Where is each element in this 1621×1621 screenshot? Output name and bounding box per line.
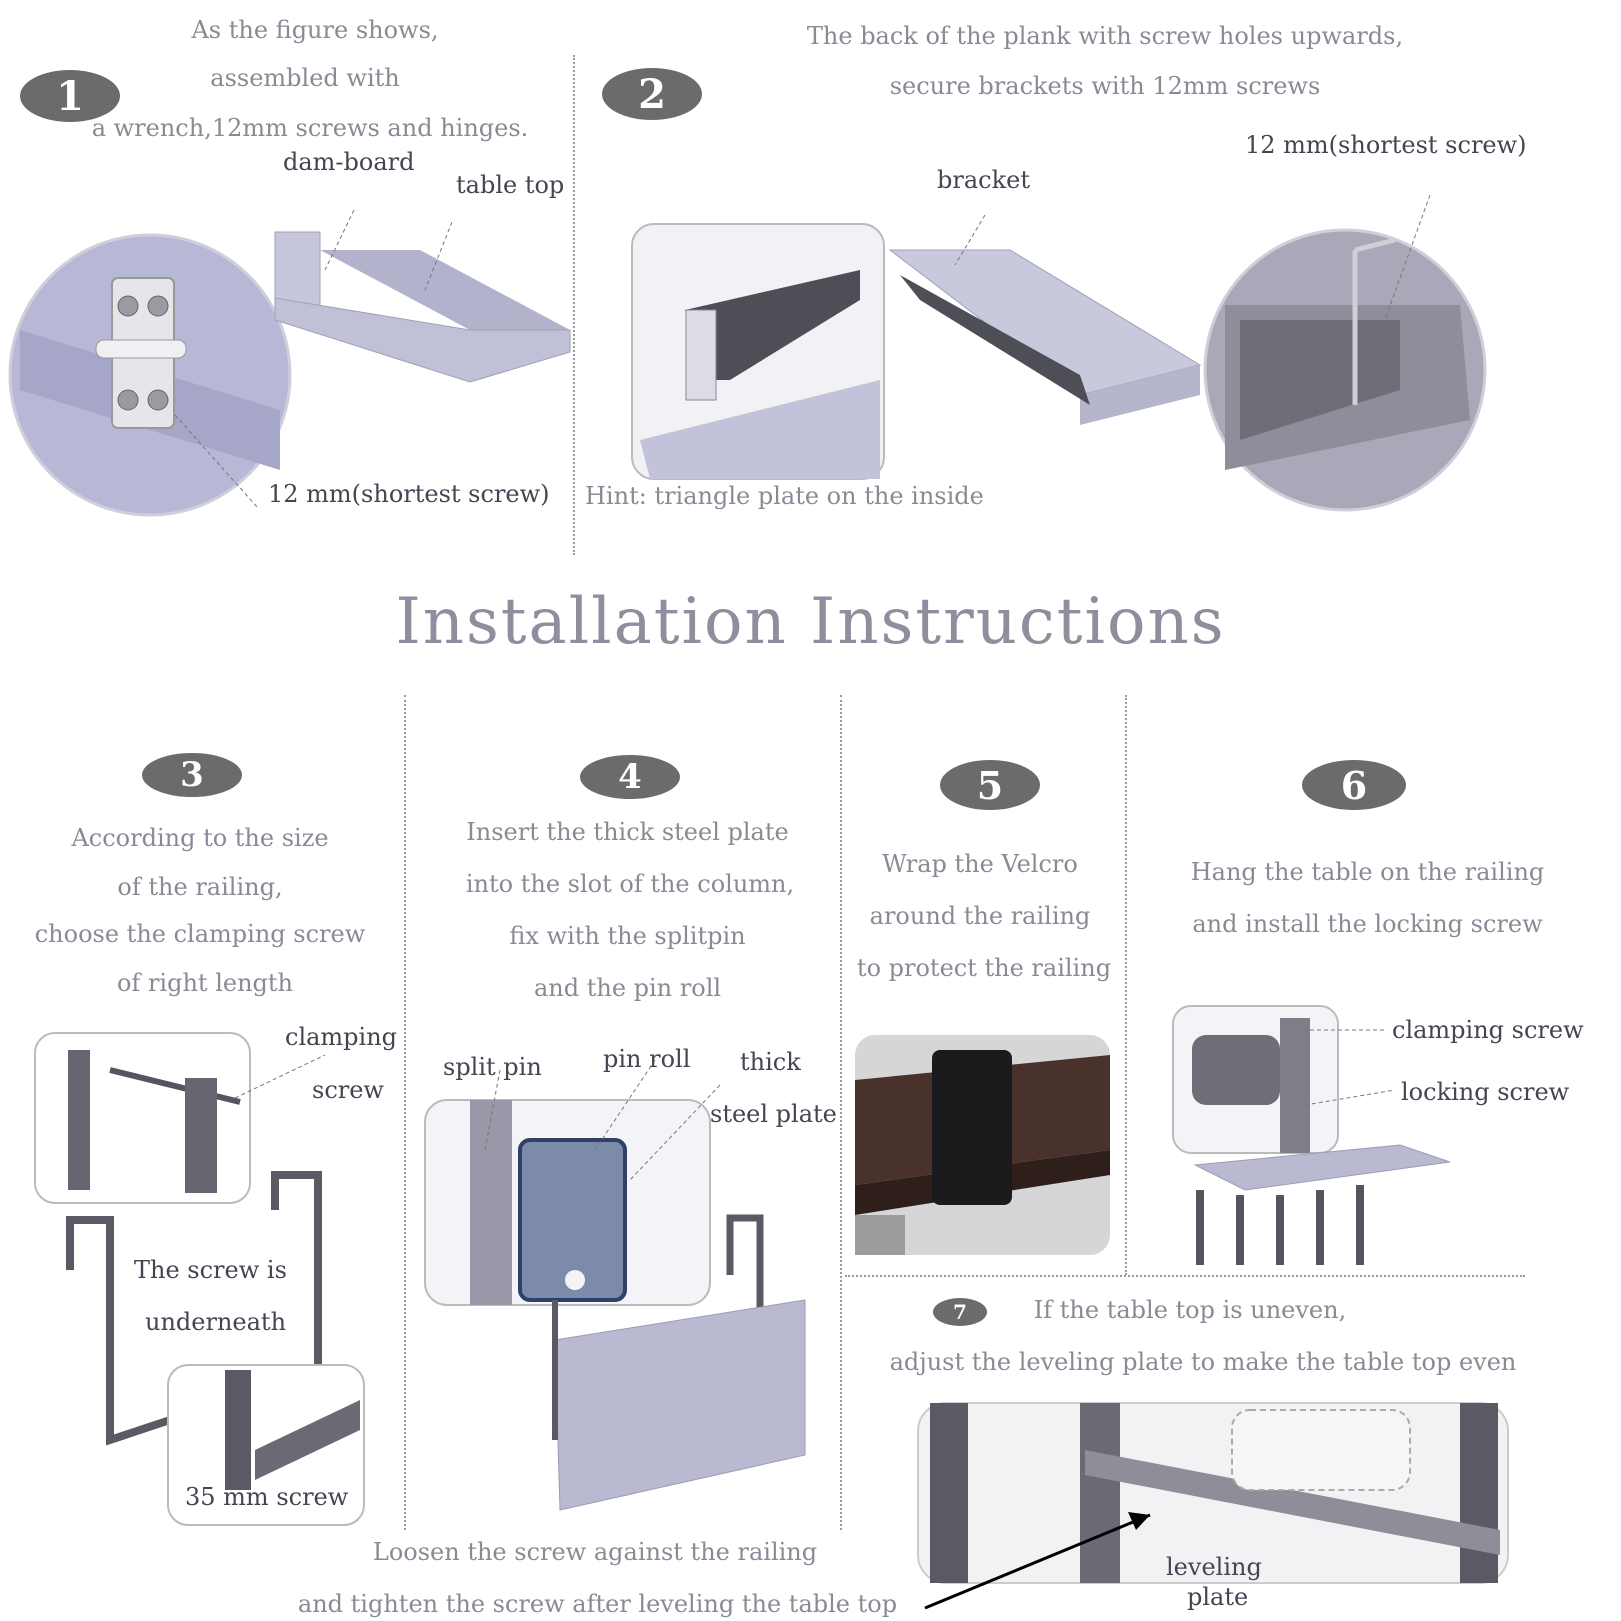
step3-clamp-closeup <box>34 1032 326 1204</box>
label-screw-underneath-line1: The screw is <box>134 1256 287 1284</box>
step-1-instruction-line1: As the figure shows, <box>191 16 439 44</box>
step-6-instruction-line2: and install the locking screw <box>1192 910 1543 938</box>
step3-railing-hooks <box>66 1171 322 1446</box>
label-table-top: table top <box>456 171 565 199</box>
label-dam-board: dam-board <box>283 148 415 176</box>
label-split-pin: split pin <box>443 1053 542 1081</box>
step-4-instruction-line4: and the pin roll <box>533 974 722 1002</box>
divider-step3-4 <box>404 695 406 1530</box>
step-3-instruction-line2: of the railing, <box>117 873 283 901</box>
step-5-instruction-line1: Wrap the Velcro <box>882 850 1078 878</box>
label-step1-screw: 12 mm(shortest screw) <box>268 480 550 508</box>
step5-velcro-photo <box>855 1035 1110 1255</box>
step-1-instruction-line3: a wrench,12mm screws and hinges. <box>91 114 529 142</box>
label-35mm-screw: 35 mm screw <box>185 1483 349 1511</box>
step4-pin-closeup <box>424 1059 721 1306</box>
label-step2-screw: 12 mm(shortest screw) <box>1245 131 1527 159</box>
step-3-instruction-line4: of right length <box>116 969 293 997</box>
step-5-number: 5 <box>976 762 1004 808</box>
step3-screw-closeup <box>167 1364 365 1526</box>
step1-tabletop-drawing <box>174 209 571 509</box>
step1-hinge-closeup <box>8 233 292 517</box>
divider-step4-5 <box>840 695 842 1530</box>
step-3-badge: 3 <box>142 753 242 797</box>
label-clamping-screw-line2: screw <box>312 1076 384 1104</box>
label-clamping-screw-line1: clamping <box>285 1023 398 1051</box>
bottom-note-line2: and tighten the screw after leveling the… <box>297 1590 898 1618</box>
step-1-number: 1 <box>56 72 84 120</box>
bottom-note-line1: Loosen the screw against the railing <box>372 1538 818 1566</box>
step-7-instruction-line2: adjust the leveling plate to make the ta… <box>889 1348 1517 1376</box>
label-thick: thick <box>740 1048 801 1076</box>
label-screw-underneath-line2: underneath <box>145 1308 287 1336</box>
step7-leveling-drawing <box>917 1402 1509 1610</box>
label-leveling-plate-line1: leveling <box>1166 1553 1262 1581</box>
step-4-number: 4 <box>618 757 642 797</box>
step-2-badge: 2 <box>602 68 702 120</box>
label-step6-clamping-screw: clamping screw <box>1392 1016 1584 1044</box>
step-2-instruction-line1: The back of the plank with screw holes u… <box>806 22 1404 50</box>
divider-step5-6 <box>1125 695 1127 1275</box>
label-pin-roll: pin roll <box>603 1045 691 1073</box>
step-5-instruction-line2: around the railing <box>869 902 1091 930</box>
divider-step7 <box>845 1275 1525 1277</box>
step-7-badge: 7 <box>933 1298 987 1326</box>
step-1-instruction-line2: assembled with <box>210 64 400 92</box>
label-bracket: bracket <box>937 166 1030 194</box>
step-2-instruction-line2: secure brackets with 12mm screws <box>889 72 1321 100</box>
step-5-badge: 5 <box>940 760 1040 810</box>
label-leveling-plate-line2: plate <box>1187 1583 1249 1611</box>
page-title: Installation Instructions <box>395 585 1226 659</box>
step-3-instruction-line1: According to the size <box>71 824 329 852</box>
step-3-instruction-line3: choose the clamping screw <box>34 920 366 948</box>
step-4-badge: 4 <box>580 755 680 799</box>
step-3-number: 3 <box>180 755 204 795</box>
label-steel-plate: steel plate <box>710 1100 837 1128</box>
step-1-badge: 1 <box>20 70 120 122</box>
step2-screw-closeup <box>1203 194 1487 512</box>
step-7-number: 7 <box>953 1300 967 1324</box>
step4-panel-drawing <box>552 1214 806 1511</box>
step-6-instruction-line1: Hang the table on the railing <box>1190 858 1545 886</box>
step-4-instruction-line1: Insert the thick steel plate <box>466 818 789 846</box>
step-7-instruction-line1: If the table top is uneven, <box>1033 1296 1347 1324</box>
step-2-hint: Hint: triangle plate on the inside <box>585 482 984 510</box>
step-2-number: 2 <box>638 70 666 118</box>
step-4-instruction-line3: fix with the splitpin <box>509 922 746 950</box>
step2-bracket-closeup <box>631 223 885 480</box>
step-6-number: 6 <box>1340 762 1368 808</box>
step-6-badge: 6 <box>1302 760 1406 810</box>
divider-step1-2 <box>573 55 575 555</box>
step2-plank-drawing <box>888 214 1202 425</box>
step-4-instruction-line2: into the slot of the column, <box>465 870 795 898</box>
step6-table-drawing <box>1172 1005 1451 1265</box>
step-5-instruction-line3: to protect the railing <box>856 954 1112 982</box>
label-locking-screw: locking screw <box>1401 1078 1570 1106</box>
